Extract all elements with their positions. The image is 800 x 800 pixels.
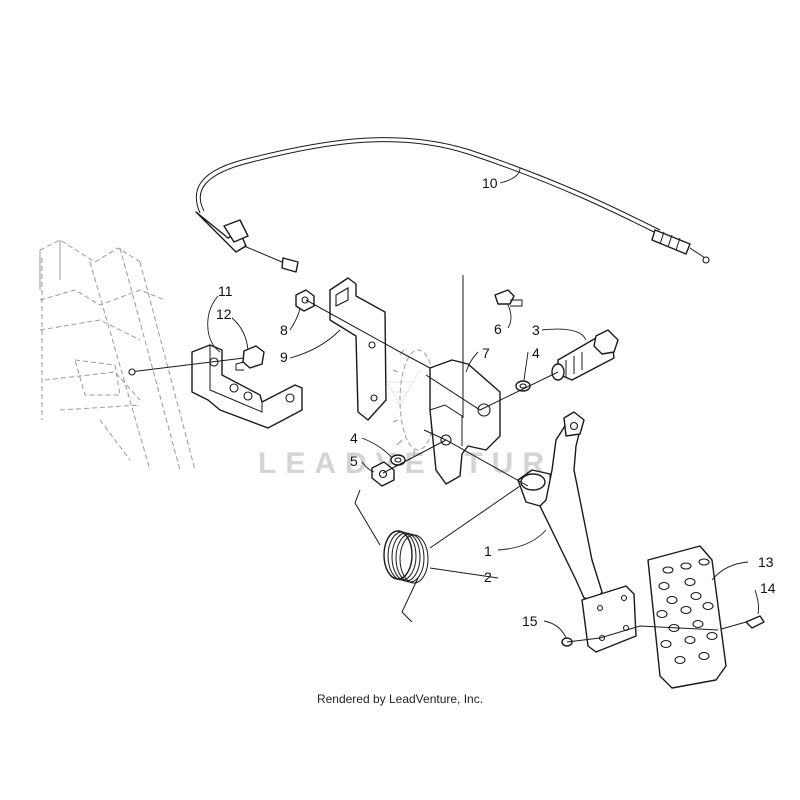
callout-12: 12	[216, 306, 232, 322]
callout-4-lower: 4	[350, 430, 358, 446]
frame-structure	[39, 239, 196, 471]
foot-pad	[647, 545, 727, 689]
callout-5: 5	[350, 453, 358, 469]
callout-10: 10	[482, 175, 498, 191]
callout-14: 14	[760, 580, 776, 596]
callout-6: 6	[494, 321, 502, 337]
callout-leaders	[207, 167, 760, 639]
watermark: LEADVENTURE	[258, 369, 582, 480]
hardware	[235, 289, 765, 647]
pivot-bracket	[329, 277, 387, 421]
watermark-text: LEADVENTURE	[258, 447, 582, 480]
callout-11: 11	[218, 283, 233, 299]
brake-pedal-arm	[517, 411, 637, 653]
callout-1: 1	[484, 543, 492, 559]
callout-4-upper: 4	[532, 345, 540, 361]
torsion-spring	[354, 489, 429, 623]
callout-2: 2	[484, 569, 492, 585]
callout-9: 9	[280, 349, 288, 365]
callout-7: 7	[482, 345, 490, 361]
callouts: 1 2 3 4 4 5 6 7 8 9 10 11 12 13 14 15	[216, 175, 776, 629]
callout-3: 3	[532, 322, 540, 338]
assembly-lines	[128, 299, 719, 643]
callout-13: 13	[758, 554, 774, 570]
throttle-cable	[195, 137, 710, 273]
callout-8: 8	[280, 322, 288, 338]
callout-15: 15	[522, 613, 538, 629]
render-credit: Rendered by LeadVenture, Inc.	[316, 692, 484, 706]
